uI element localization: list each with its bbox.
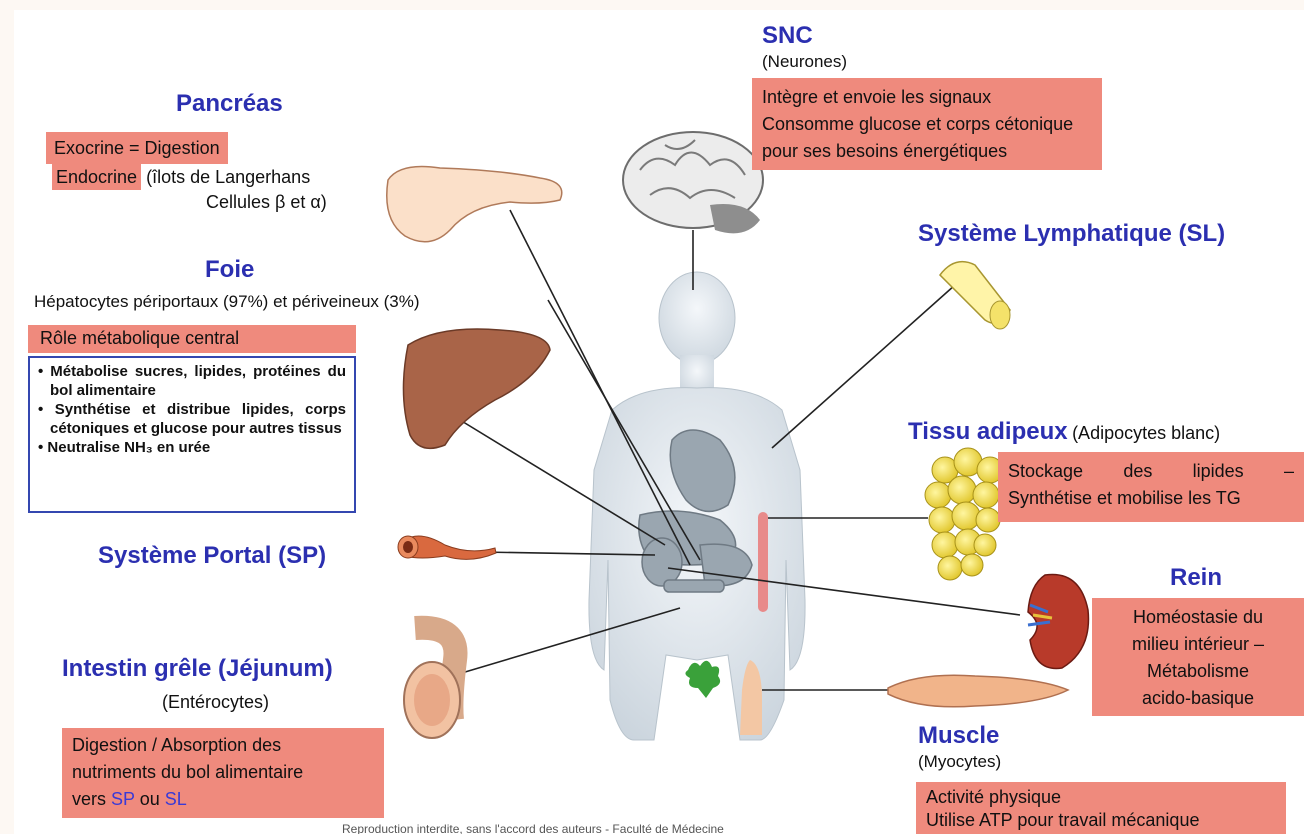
snc-cells: (Neurones) bbox=[762, 52, 847, 72]
rein-line: Homéostasie du bbox=[1098, 604, 1298, 631]
foie-item: • Neutralise NH₃ en urée bbox=[38, 438, 346, 457]
rein-line: Métabolisme bbox=[1098, 658, 1298, 685]
muscle-line: Activité physique bbox=[926, 786, 1276, 809]
snc-box: Intègre et envoie les signaux Consomme g… bbox=[752, 78, 1102, 170]
rein-line: milieu intérieur – bbox=[1098, 631, 1298, 658]
pancreas-icon bbox=[387, 167, 562, 242]
pancreas-endocrine-line: Endocrine (îlots de Langerhans bbox=[52, 164, 310, 190]
snc-title: SNC bbox=[762, 22, 813, 50]
intestin-line: Digestion / Absorption des bbox=[72, 732, 374, 759]
exocrine-label: Exocrine = Digestion bbox=[46, 132, 228, 164]
footer-copyright: Reproduction interdite, sans l'accord de… bbox=[342, 822, 724, 834]
sl-link-text: SL bbox=[165, 789, 187, 809]
adipose-tissue-icon bbox=[925, 448, 1003, 580]
portal-vessel-icon bbox=[398, 536, 496, 559]
pancreas-exocrine: Exocrine = Digestion bbox=[46, 132, 228, 164]
lymph-vessel-icon bbox=[940, 262, 1010, 329]
foie-role: Rôle métabolique central bbox=[28, 325, 356, 353]
intestin-line: nutriments du bol alimentaire bbox=[72, 759, 374, 786]
intestin-title: Intestin grêle (Jéjunum) bbox=[62, 655, 333, 683]
leaf-icon bbox=[685, 661, 720, 698]
foie-item: • Synthétise et distribue lipides, corps… bbox=[38, 400, 346, 438]
muscle-cells: (Myocytes) bbox=[918, 752, 1001, 772]
adipose-marker bbox=[758, 512, 768, 612]
sp-link-text: SP bbox=[111, 789, 135, 809]
rein-title: Rein bbox=[1170, 564, 1222, 592]
snc-line: Consomme glucose et corps cétonique bbox=[762, 111, 1092, 138]
adipeux-heading: Tissu adipeux (Adipocytes blanc) bbox=[908, 418, 1220, 446]
portal-title: Système Portal (SP) bbox=[98, 542, 326, 570]
intestin-cells: (Entérocytes) bbox=[162, 692, 269, 713]
lymph-title: Système Lymphatique (SL) bbox=[918, 220, 1225, 248]
intestine-icon bbox=[404, 628, 460, 738]
foie-function-list: • Métabolise sucres, lipides, protéines … bbox=[28, 356, 356, 513]
rein-box: Homéostasie du milieu intérieur – Métabo… bbox=[1092, 598, 1304, 716]
adipeux-box: Stockage des lipides – Synthétise et mob… bbox=[998, 452, 1304, 522]
kidney-icon bbox=[1028, 574, 1088, 668]
muscle-line: Utilise ATP pour travail mécanique bbox=[926, 809, 1276, 832]
endocrine-label: Endocrine bbox=[52, 164, 141, 190]
rein-line: acido-basique bbox=[1098, 685, 1298, 712]
intestin-box: Digestion / Absorption des nutriments du… bbox=[62, 728, 384, 818]
adipeux-cells: (Adipocytes blanc) bbox=[1072, 423, 1220, 443]
pancreas-title: Pancréas bbox=[176, 90, 283, 118]
snc-line: Intègre et envoie les signaux bbox=[762, 84, 1092, 111]
muscle-icon bbox=[888, 675, 1068, 707]
foie-title: Foie bbox=[205, 256, 254, 284]
pancreas-cells: Cellules β et α) bbox=[206, 192, 327, 213]
muscle-title: Muscle bbox=[918, 722, 999, 750]
foie-subtitle: Hépatocytes périportaux (97%) et périvei… bbox=[34, 292, 420, 312]
adipeux-line: Stockage des lipides – bbox=[1008, 458, 1294, 485]
ilots-label: (îlots de Langerhans bbox=[146, 167, 310, 187]
foie-item: • Métabolise sucres, lipides, protéines … bbox=[38, 362, 346, 400]
muscle-box: Activité physique Utilise ATP pour trava… bbox=[916, 782, 1286, 834]
adipeux-line: Synthétise et mobilise les TG bbox=[1008, 485, 1294, 512]
brain-icon bbox=[623, 132, 763, 233]
intestin-line: vers SP ou SL bbox=[72, 786, 374, 813]
adipeux-title: Tissu adipeux bbox=[908, 418, 1068, 445]
snc-line: pour ses besoins énergétiques bbox=[762, 138, 1092, 165]
